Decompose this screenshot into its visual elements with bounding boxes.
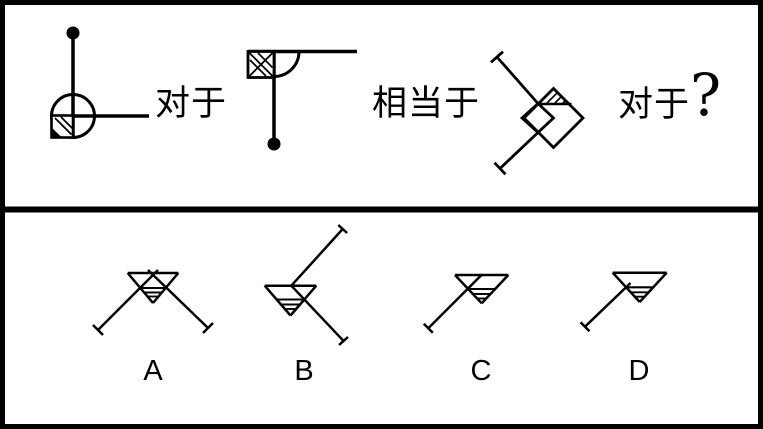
figure3-top-cap <box>490 50 504 64</box>
option-b-top-cap <box>337 224 348 234</box>
option-c-label[interactable]: C <box>470 355 492 387</box>
relation-label-third: 对于 <box>618 85 691 125</box>
option-d-cap <box>579 321 591 333</box>
figure1-hatched-square <box>50 114 75 139</box>
figure3-double-diamond <box>490 50 585 176</box>
option-a-figure[interactable] <box>92 269 214 336</box>
figure2-square-arc-stem-dot <box>246 49 357 151</box>
figure2-dot <box>267 137 281 151</box>
option-a-right-cap <box>202 322 214 334</box>
figure3-bottom-cap <box>493 161 507 176</box>
option-b-label[interactable]: B <box>294 355 314 387</box>
figure2-hatched-square <box>246 50 276 79</box>
relation-label-first: 对于 <box>155 84 228 124</box>
option-c-cap <box>422 322 434 334</box>
option-a-label[interactable]: A <box>143 355 163 387</box>
relation-label-second: 相当于 <box>372 84 481 124</box>
option-b-bottom-cap <box>338 336 349 346</box>
option-c-figure[interactable] <box>422 273 510 334</box>
option-a-left-cap <box>92 324 104 336</box>
option-b-figure[interactable] <box>263 224 349 346</box>
question-mark: ? <box>690 61 722 129</box>
option-d-figure[interactable] <box>579 271 668 333</box>
option-d-label[interactable]: D <box>628 355 650 387</box>
figure1-circle-stem-dot <box>50 26 149 139</box>
figure3-hatched-triangle <box>536 91 572 106</box>
